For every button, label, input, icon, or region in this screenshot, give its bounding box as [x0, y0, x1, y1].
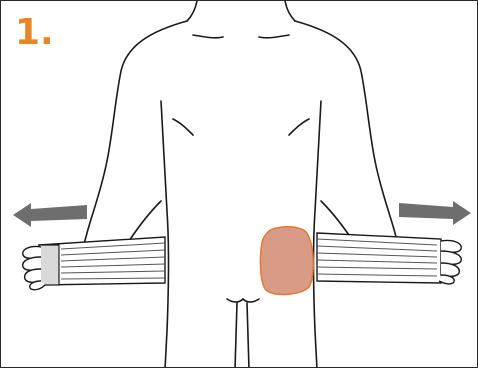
torso-outline [81, 1, 401, 368]
collarbone-left [193, 35, 223, 38]
leg-line-right [247, 303, 249, 368]
stoma-patch [260, 227, 313, 295]
right-belt-band [317, 233, 441, 283]
hip-right-line [243, 299, 259, 302]
neck-right-line [285, 1, 295, 21]
right-arm-outer [295, 21, 401, 251]
hip-left-line [227, 299, 243, 302]
left-arm-outer [81, 21, 187, 251]
left-band-velcro-tab [39, 245, 59, 285]
arrow-left-icon [13, 203, 87, 227]
left-belt-band [39, 237, 165, 285]
chest-left [173, 119, 193, 135]
leg-line-left [235, 303, 237, 368]
chest-right [289, 119, 309, 135]
torso-left-side [161, 101, 169, 368]
collarbone-right [259, 35, 289, 38]
step-number: 1. [15, 15, 54, 51]
left-arm-inner [129, 201, 161, 241]
arrow-right-icon [399, 201, 471, 225]
neck-left-line [187, 1, 197, 21]
right-hand [439, 240, 461, 283]
